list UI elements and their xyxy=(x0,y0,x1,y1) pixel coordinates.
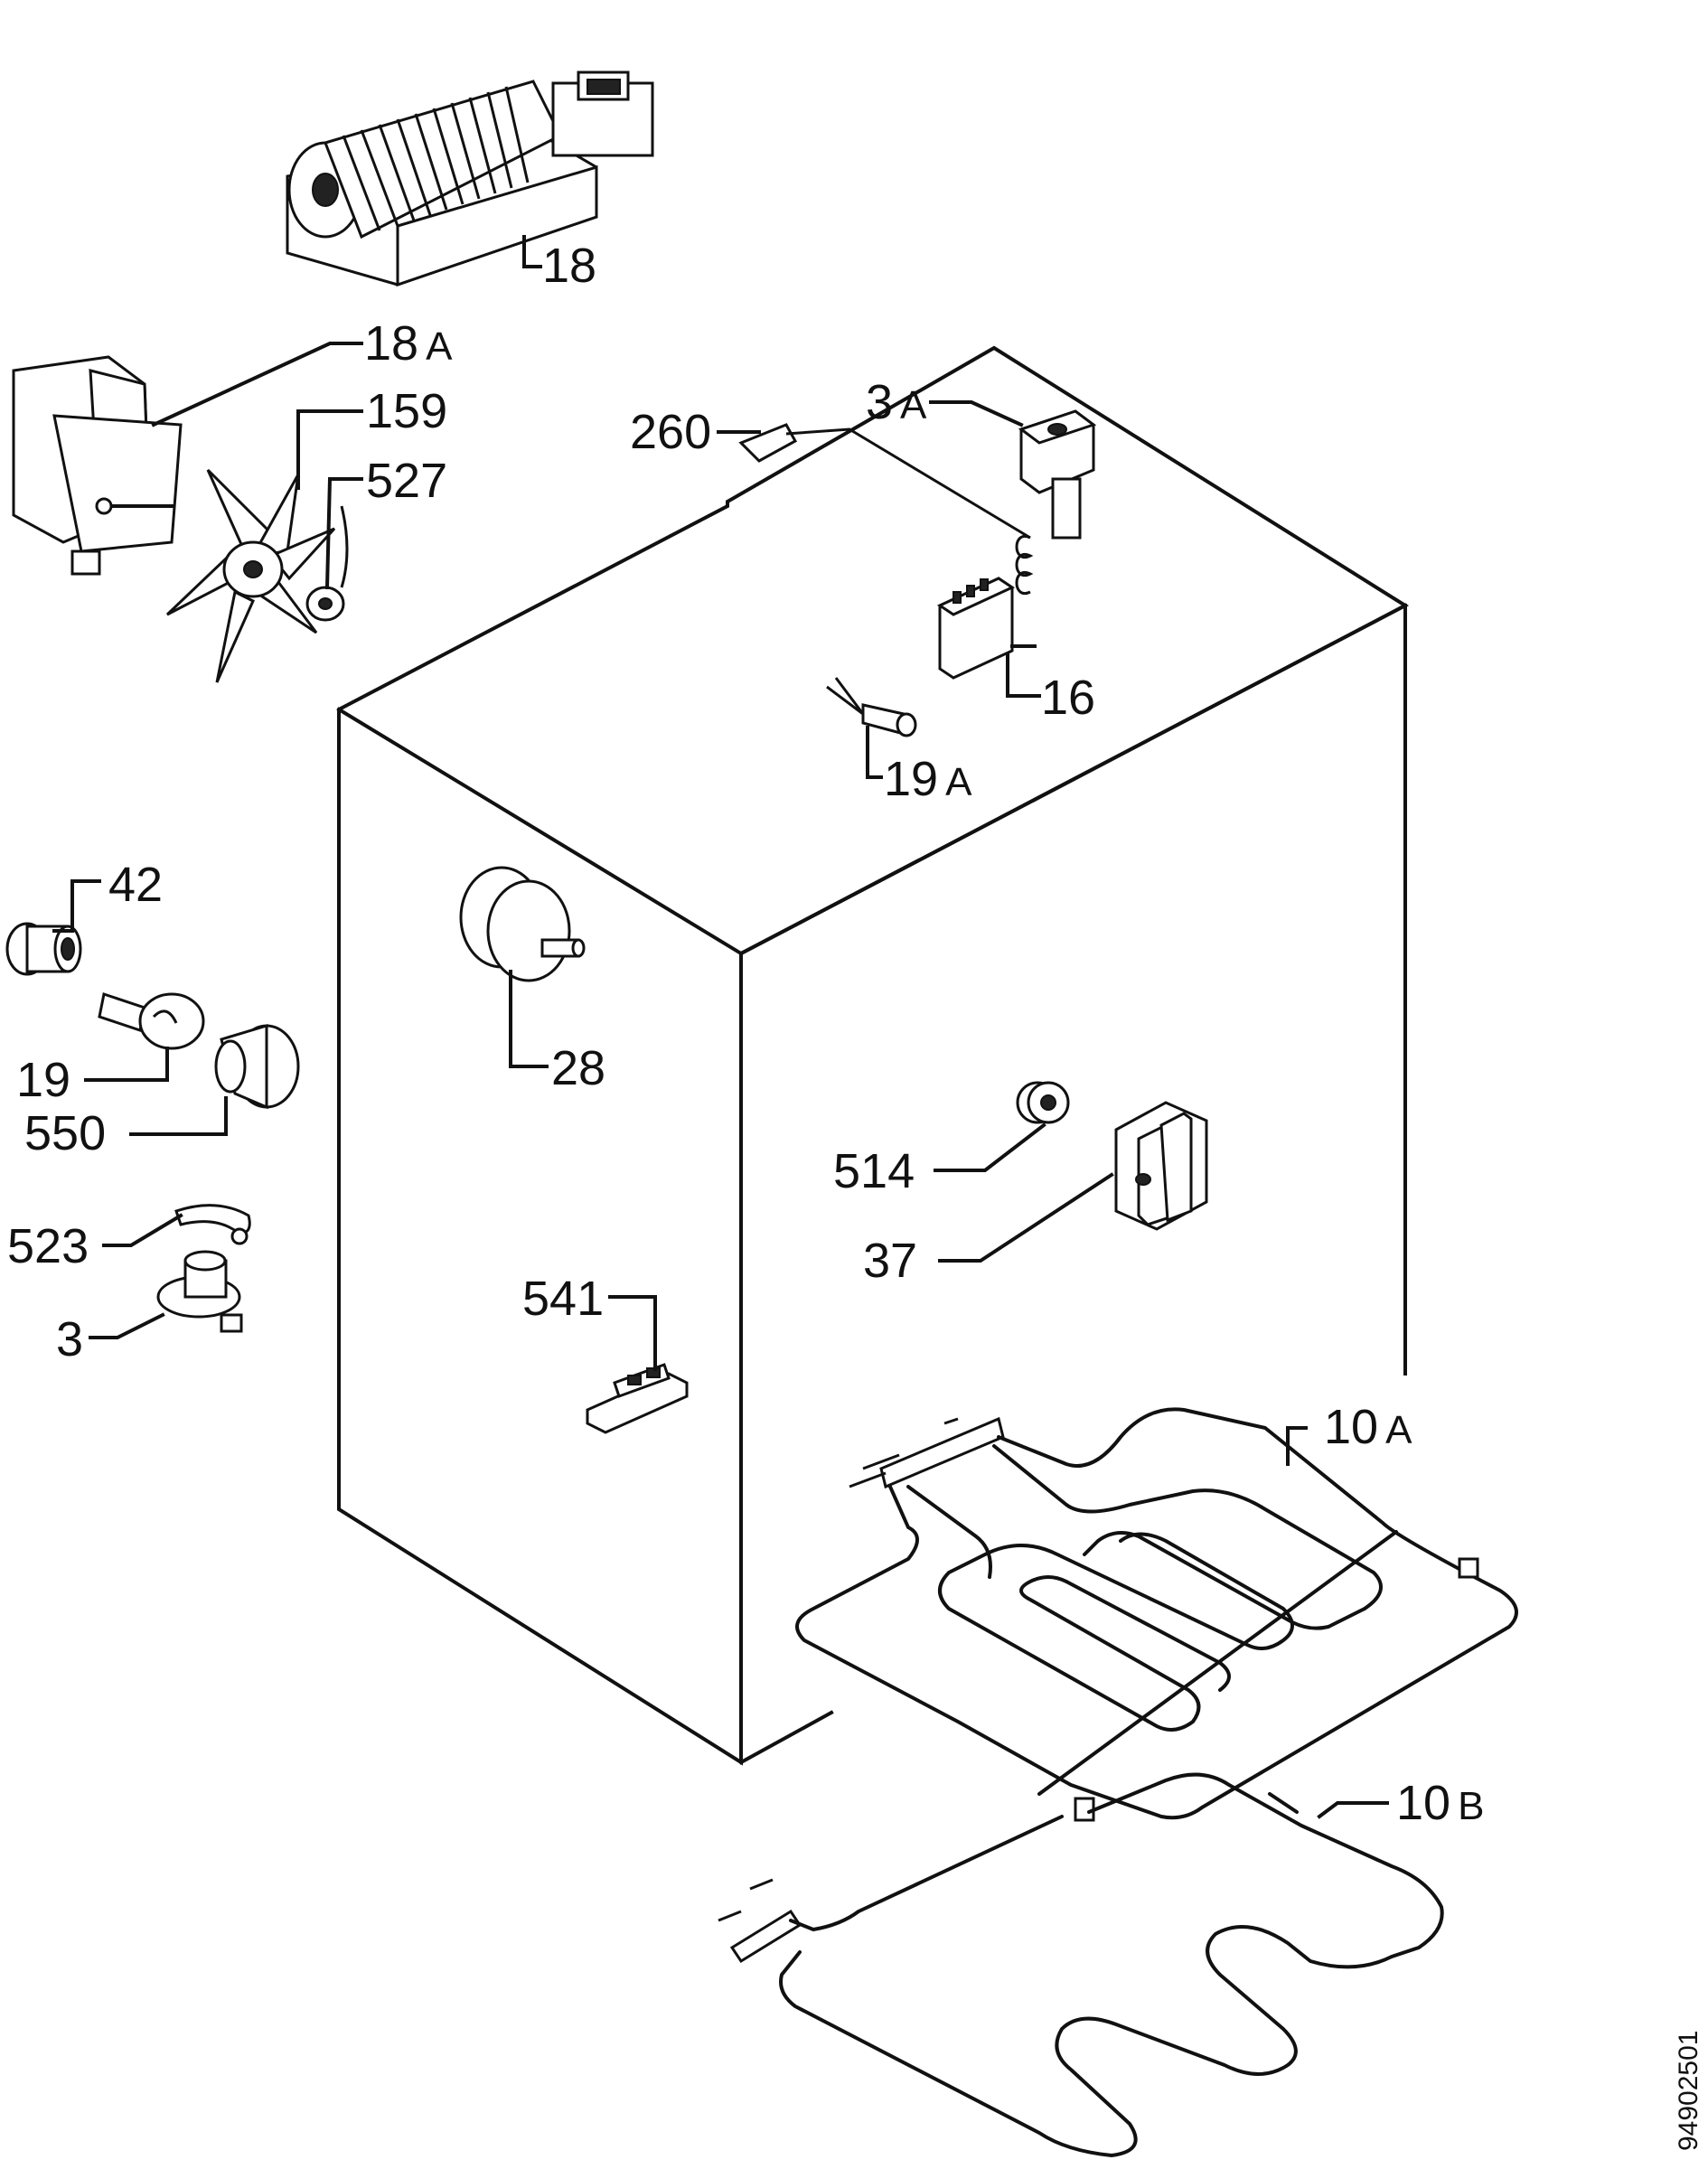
fan-motor-part-18a xyxy=(12,355,183,576)
clip-part-523 xyxy=(174,1204,251,1245)
label-19: 19 xyxy=(16,1053,70,1107)
document-id: 94902501 xyxy=(1674,2031,1703,2151)
pilot-lamp-part-19a xyxy=(826,677,917,737)
lower-element-part-10b xyxy=(718,1772,1444,2157)
lamp-cover-part-550 xyxy=(214,1023,300,1110)
label-159: 159 xyxy=(366,384,447,438)
label-37: 37 xyxy=(863,1234,917,1288)
safety-thermostat-part-3 xyxy=(156,1250,243,1333)
grill-element-part-10a xyxy=(795,1407,1518,1822)
spindle-part-28 xyxy=(459,866,586,982)
label-28: 28 xyxy=(551,1041,605,1095)
label-16: 16 xyxy=(1041,671,1095,725)
thermostat-part-3a xyxy=(1018,409,1097,540)
label-18: 18 xyxy=(542,239,596,293)
bulb-part-19 xyxy=(98,992,205,1050)
label-541: 541 xyxy=(522,1272,604,1326)
tangential-fan-part-18 xyxy=(286,70,654,287)
oven-cavity xyxy=(336,345,1410,1766)
label-514: 514 xyxy=(833,1144,915,1198)
terminal-block-part-37 xyxy=(1114,1101,1208,1231)
label-260: 260 xyxy=(630,405,711,459)
thermostat-bulb-part-260 xyxy=(738,423,1034,596)
label-42: 42 xyxy=(108,858,163,912)
nut-part-527 xyxy=(305,505,349,622)
label-3: 3 xyxy=(56,1312,83,1366)
lamp-holder-part-42 xyxy=(5,922,82,976)
label-527: 527 xyxy=(366,454,447,508)
selector-switch-part-16 xyxy=(936,577,1037,680)
grommet-part-514 xyxy=(1016,1081,1070,1124)
connector-part-541 xyxy=(586,1363,689,1434)
label-550: 550 xyxy=(24,1106,106,1160)
label-523: 523 xyxy=(7,1219,89,1273)
fan-blade-part-159 xyxy=(165,468,336,683)
